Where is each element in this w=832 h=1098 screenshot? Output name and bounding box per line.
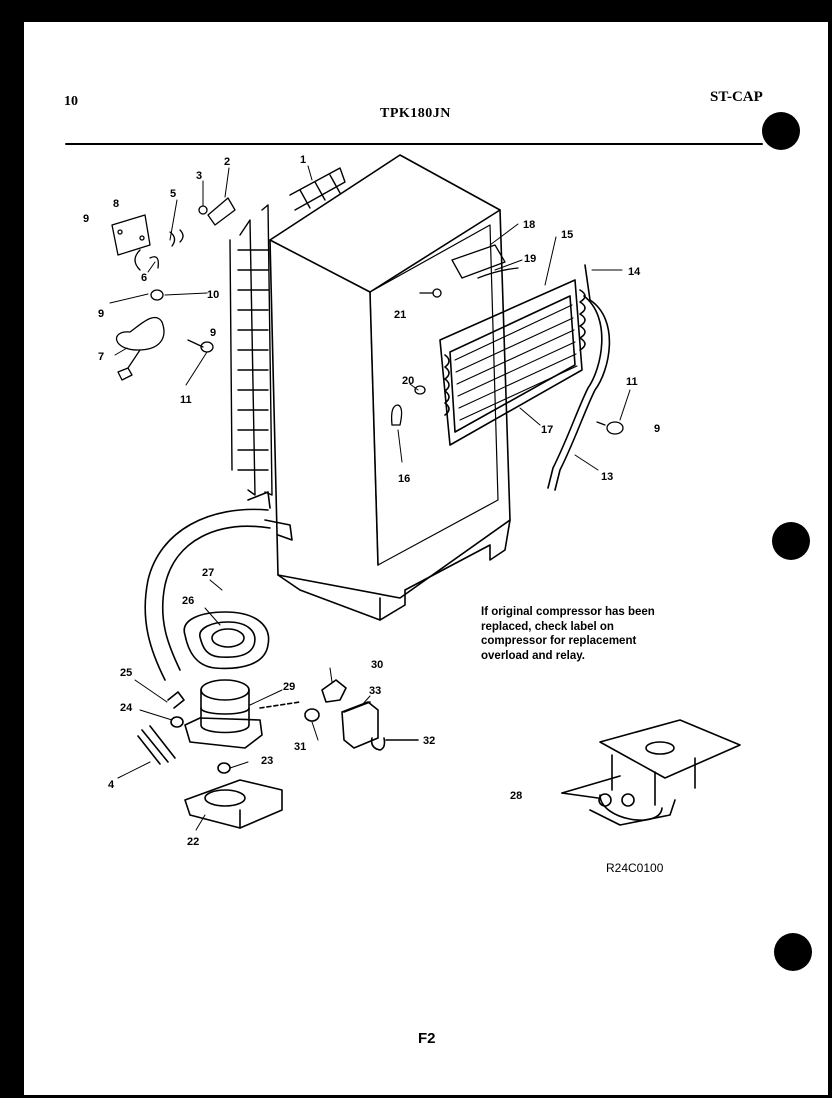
callout-18: 18 bbox=[523, 219, 535, 231]
callout-numbers: 1 2 3 5 8 9 6 9 10 9 7 11 18 15 19 14 21… bbox=[83, 154, 660, 848]
callout-22: 22 bbox=[187, 836, 199, 848]
callout-11-left: 11 bbox=[180, 394, 192, 406]
left-parts bbox=[111, 197, 236, 381]
model-number: TPK180JN bbox=[380, 106, 451, 121]
section-code: ST-CAP bbox=[710, 89, 763, 105]
page-id: F2 bbox=[418, 1030, 436, 1047]
compressor-note: If original compressor has been replaced… bbox=[481, 606, 655, 662]
callout-1: 1 bbox=[300, 154, 306, 166]
callout-9-top: 9 bbox=[83, 213, 89, 225]
callout-8: 8 bbox=[113, 198, 119, 210]
page-number: 10 bbox=[64, 94, 78, 109]
callout-11-right: 11 bbox=[626, 376, 638, 388]
callout-32: 32 bbox=[423, 735, 435, 747]
callout-31: 31 bbox=[294, 741, 306, 753]
drain-tube bbox=[547, 264, 611, 491]
callout-21: 21 bbox=[394, 309, 406, 321]
callout-15: 15 bbox=[561, 229, 573, 241]
callout-29: 29 bbox=[283, 681, 295, 693]
leader-lines bbox=[109, 165, 631, 831]
discharge-tube bbox=[144, 491, 293, 681]
cabinet bbox=[269, 154, 511, 621]
callout-20: 20 bbox=[402, 375, 414, 387]
callout-28-right: 28 bbox=[510, 790, 522, 802]
callout-9-right: 9 bbox=[654, 423, 660, 435]
callout-19: 19 bbox=[524, 253, 536, 265]
callout-26: 26 bbox=[182, 595, 194, 607]
callout-4: 4 bbox=[108, 779, 115, 791]
callout-33: 33 bbox=[369, 685, 381, 697]
callout-25: 25 bbox=[120, 667, 132, 679]
callout-30: 30 bbox=[371, 659, 383, 671]
callout-7: 7 bbox=[98, 351, 104, 363]
callout-10: 10 bbox=[207, 289, 219, 301]
callout-16: 16 bbox=[398, 473, 410, 485]
callout-5: 5 bbox=[170, 188, 176, 200]
punch-hole-middle bbox=[772, 522, 810, 560]
callout-9-left: 9 bbox=[98, 308, 104, 320]
relay-overload bbox=[259, 679, 419, 751]
diagram-reference-code: R24C0100 bbox=[606, 861, 664, 875]
callout-24: 24 bbox=[120, 702, 133, 714]
callout-14: 14 bbox=[628, 266, 641, 278]
callout-6: 6 bbox=[141, 272, 147, 284]
callout-23: 23 bbox=[261, 755, 273, 767]
compressor-assembly bbox=[137, 611, 283, 829]
evaporator bbox=[439, 279, 586, 446]
callout-2: 2 bbox=[224, 156, 230, 168]
callout-13: 13 bbox=[601, 471, 613, 483]
callout-9-mid: 9 bbox=[210, 327, 216, 339]
callout-17: 17 bbox=[541, 424, 553, 436]
callout-3: 3 bbox=[196, 170, 202, 182]
punch-hole-bottom bbox=[774, 933, 812, 971]
upper-right-parts bbox=[390, 244, 624, 435]
punch-hole-top bbox=[762, 112, 800, 150]
callout-27: 27 bbox=[202, 567, 214, 579]
alternate-compressor bbox=[561, 719, 741, 826]
condenser-coil bbox=[229, 167, 346, 496]
